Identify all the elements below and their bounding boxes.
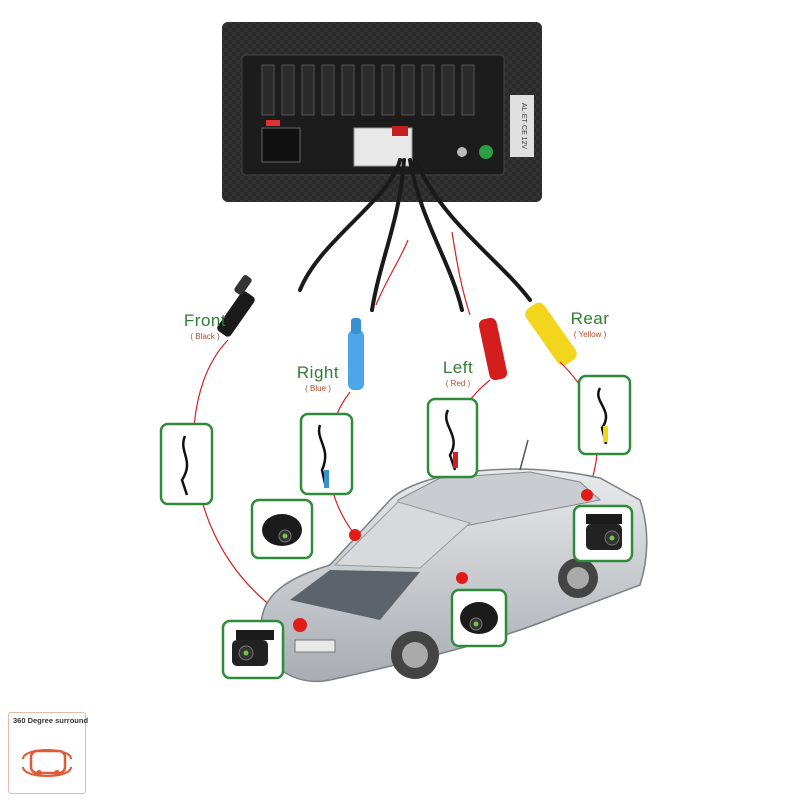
label-right: Right ( Blue ): [283, 363, 353, 393]
label-rear-name: Rear: [570, 309, 610, 328]
cable-thumbnail-right: [299, 412, 354, 496]
camera-thumbnail-right: [250, 498, 314, 560]
label-front: Front ( Black ): [170, 311, 240, 341]
label-front-name: Front: [183, 311, 227, 330]
label-left-name: Left: [442, 358, 474, 377]
cable-thumbnail-front: [159, 422, 214, 506]
plug-left-red: [478, 317, 508, 381]
mount-point-left: [456, 572, 468, 584]
cable-thumbnail-left: [426, 397, 479, 479]
label-right-color: ( Blue ): [305, 384, 331, 393]
head-unit-back: AL·ET·CE 12V: [222, 22, 542, 202]
label-left: Left ( Red ): [423, 358, 493, 388]
mount-point-front: [293, 618, 307, 632]
unit-panel-label: AL·ET·CE 12V: [520, 103, 527, 150]
label-right-name: Right: [296, 363, 340, 382]
label-front-color: ( Black ): [190, 332, 220, 341]
label-left-color: ( Red ): [445, 379, 471, 388]
badge-title: 360 Degree surround: [13, 716, 89, 725]
label-rear: Rear ( Yellow ): [550, 309, 630, 339]
camera-thumbnail-front: [221, 619, 285, 680]
plug-front-black: [217, 275, 255, 337]
plug-right-blue: [348, 318, 364, 390]
led-green: [479, 145, 493, 159]
cable-bundle: [298, 158, 532, 312]
mount-point-right: [349, 529, 361, 541]
surround-badge: 360 Degree surround: [8, 712, 89, 794]
camera-thumbnail-rear: [572, 504, 634, 563]
plug-rear-yellow: [525, 302, 577, 366]
camera-thumbnail-left: [450, 588, 508, 648]
car-surround-icon: [22, 749, 72, 777]
car-illustration: [260, 439, 648, 682]
mount-point-rear: [581, 489, 593, 501]
mount-points: [293, 489, 593, 632]
cable-thumbnail-rear: [577, 374, 632, 456]
label-rear-color: ( Yellow ): [573, 330, 607, 339]
